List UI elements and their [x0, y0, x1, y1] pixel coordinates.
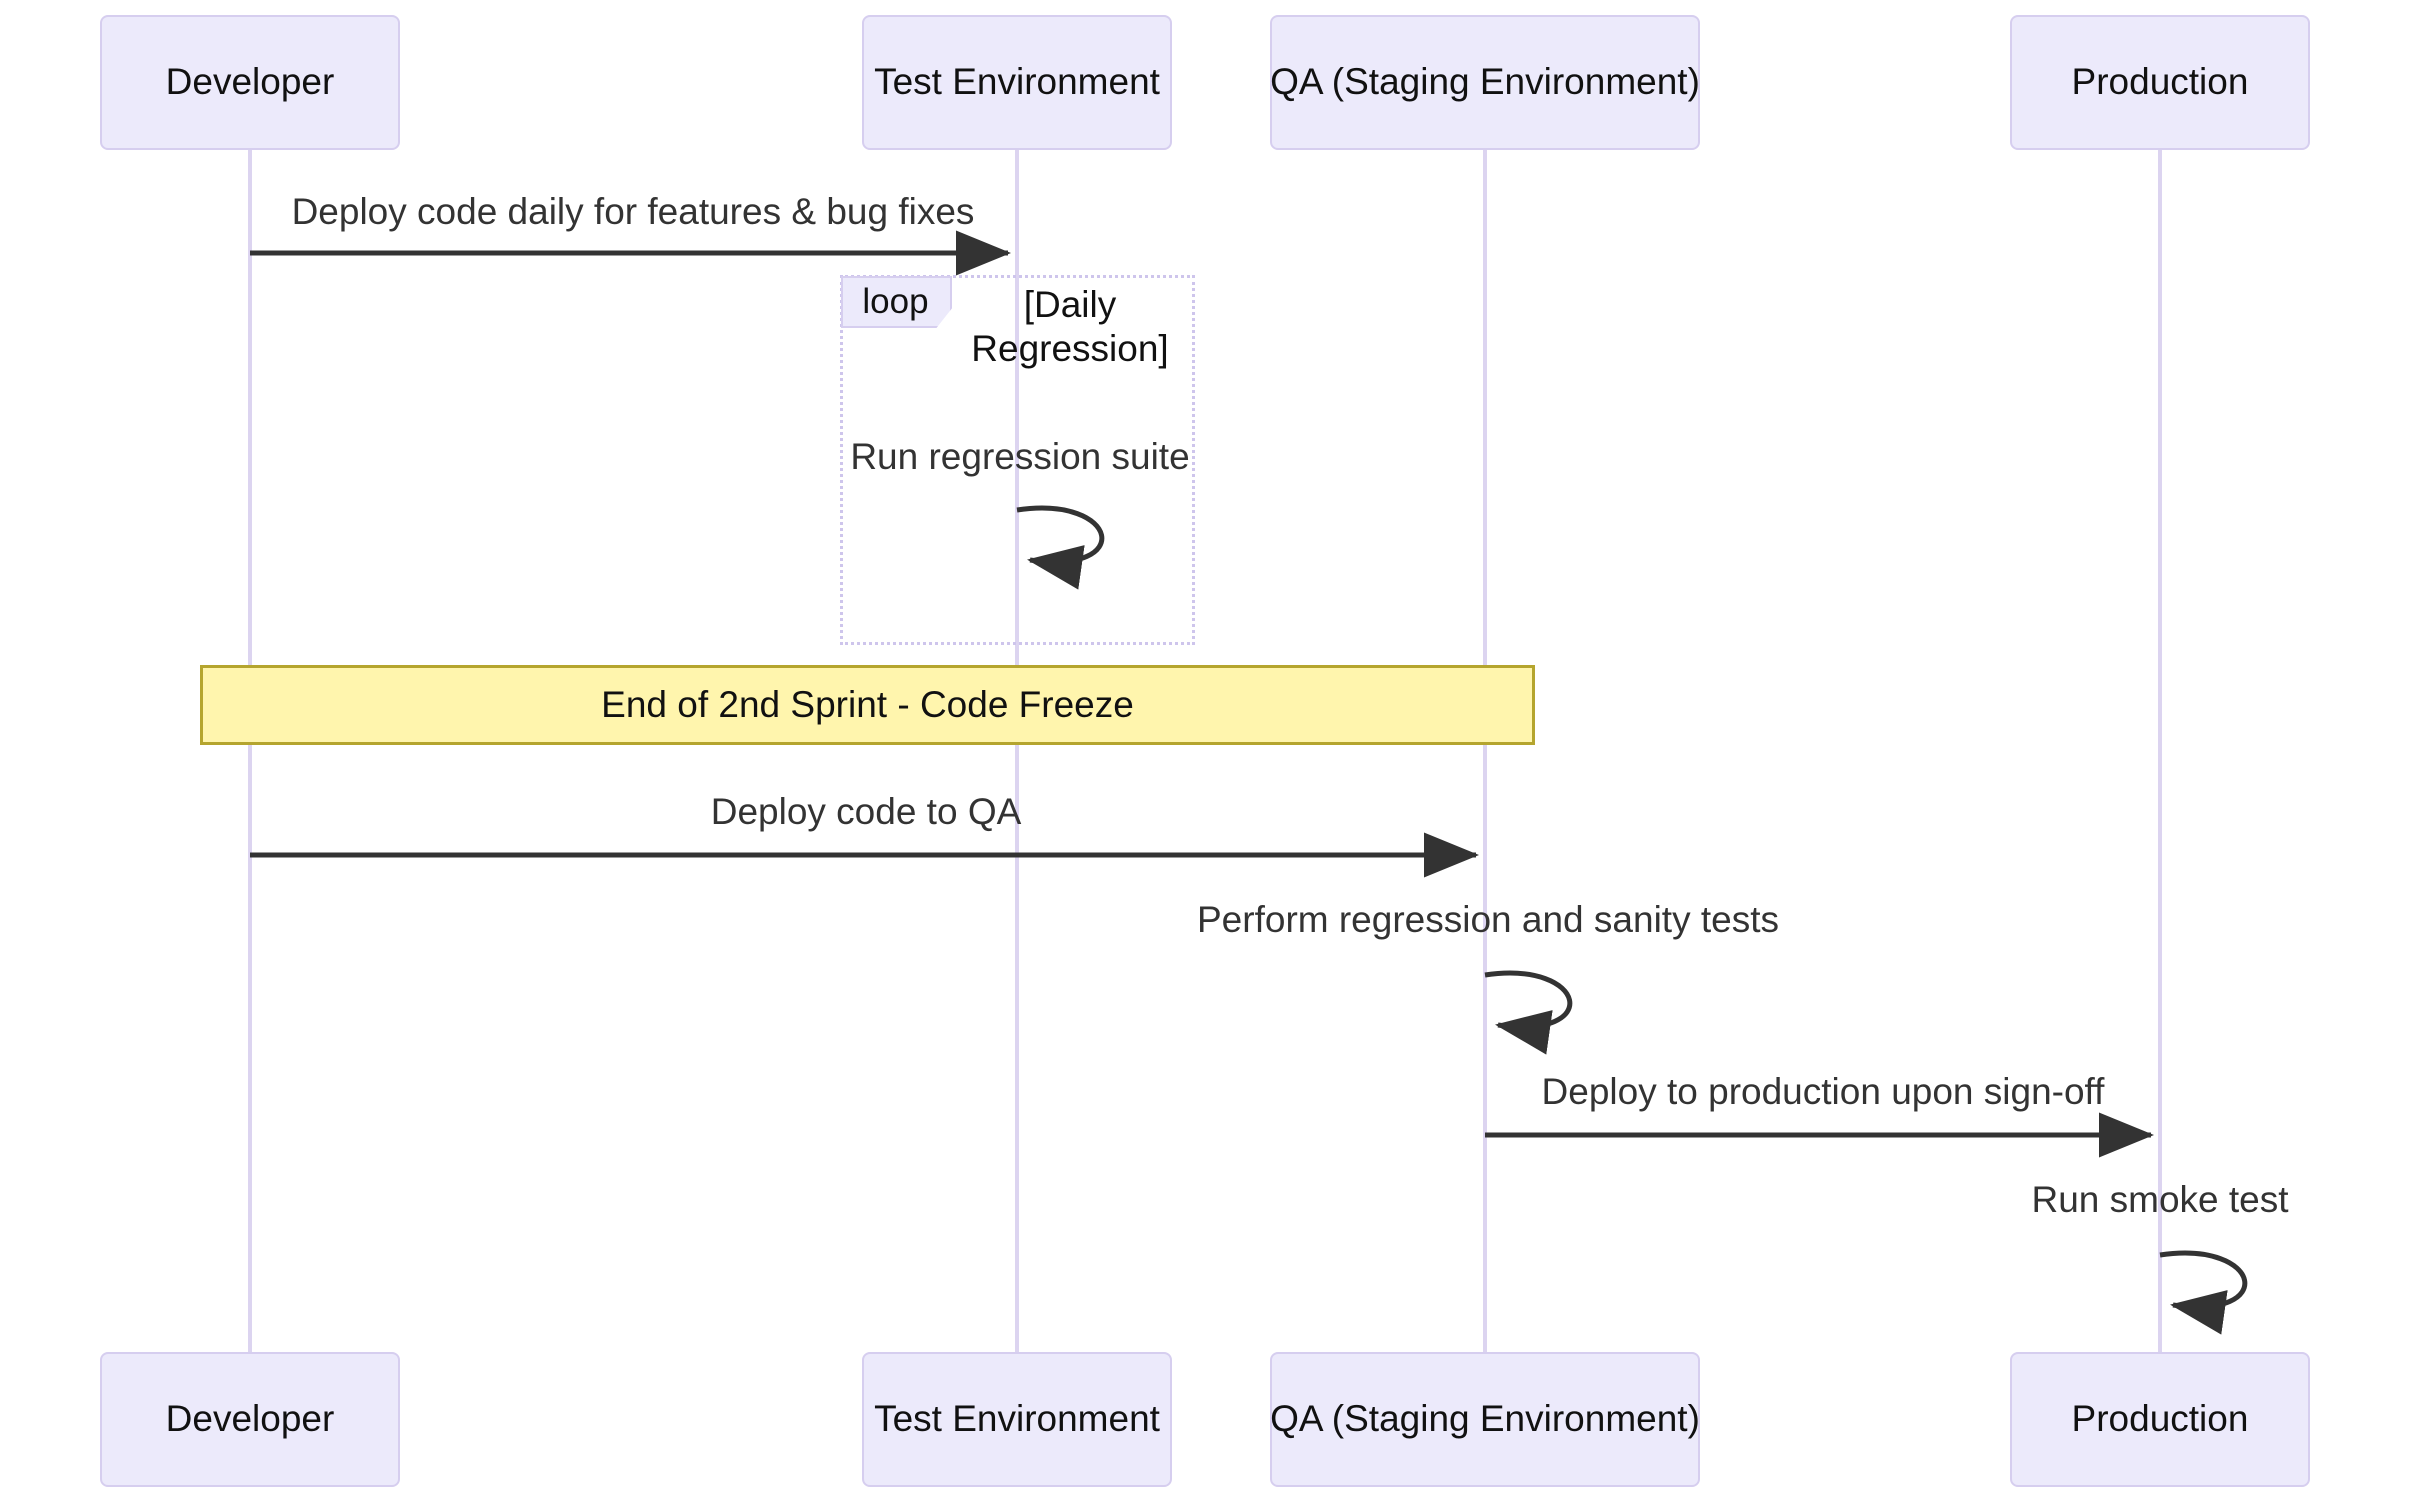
loop-condition-line-1: [Daily	[1023, 284, 1117, 325]
message-label-deploy-to-production: Deploy to production upon sign-off	[1541, 1071, 2105, 1112]
message-label-deploy-code-daily: Deploy code daily for features & bug fix…	[291, 191, 975, 232]
loop-condition-line-2: Regression]	[971, 327, 1169, 369]
note-code-freeze: End of 2nd Sprint - Code Freeze	[200, 665, 1535, 745]
participant-box-qa-top[interactable]: QA (Staging Environment)	[1270, 15, 1700, 150]
message-label-run-smoke-test: Run smoke test	[2031, 1179, 2289, 1220]
lifeline-production	[2158, 150, 2162, 1352]
participant-box-production-top[interactable]: Production	[2010, 15, 2310, 150]
message-label-run-regression-suite: Run regression suite	[850, 436, 1190, 477]
participant-box-developer-top[interactable]: Developer	[100, 15, 400, 150]
loop-fragment-condition: [Daily Regression]	[960, 283, 1180, 370]
participant-box-qa-bottom[interactable]: QA (Staging Environment)	[1270, 1352, 1700, 1487]
loop-fragment-box	[840, 275, 1195, 645]
lifeline-developer	[248, 150, 252, 1352]
lifeline-test-env	[1015, 150, 1019, 1352]
participant-box-production-bottom[interactable]: Production	[2010, 1352, 2310, 1487]
participant-box-test-env-top[interactable]: Test Environment	[862, 15, 1172, 150]
message-label-deploy-code-to-qa: Deploy code to QA	[710, 791, 1022, 832]
participant-box-test-env-bottom[interactable]: Test Environment	[862, 1352, 1172, 1487]
lifeline-qa	[1483, 150, 1487, 1352]
message-arrow-run-smoke-test	[2159, 1250, 2248, 1335]
message-arrow-perform-regression-sanity	[1484, 970, 1573, 1055]
message-label-perform-regression-sanity: Perform regression and sanity tests	[1197, 899, 1779, 940]
participant-box-developer-bottom[interactable]: Developer	[100, 1352, 400, 1487]
loop-fragment-keyword: loop	[841, 276, 952, 328]
